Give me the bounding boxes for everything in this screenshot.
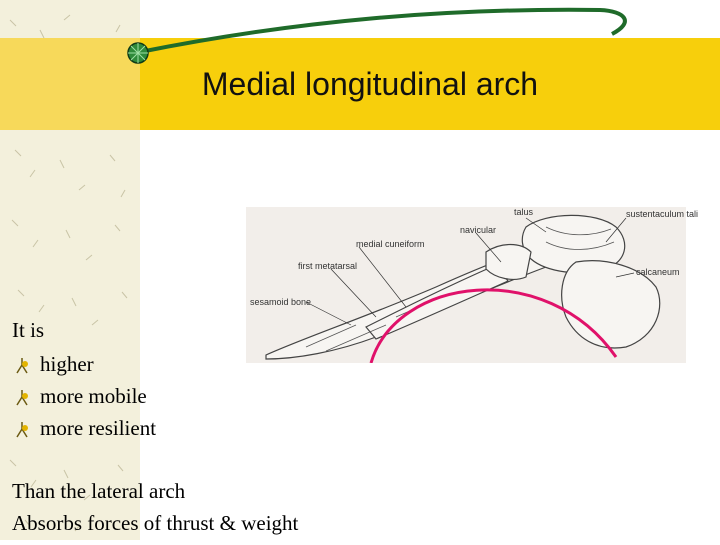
- green-orb-icon: [127, 42, 149, 64]
- label-navicular: navicular: [460, 225, 497, 235]
- flower-bullet-icon: [16, 389, 28, 405]
- bullet-item: higher: [14, 352, 94, 377]
- label-talus: talus: [514, 207, 534, 217]
- title-curve: [127, 7, 627, 64]
- bullet-text: more mobile: [40, 384, 147, 408]
- function-line: Absorbs forces of thrust & weight: [12, 511, 299, 535]
- title-band: [0, 38, 720, 130]
- foot-arch-figure: talus sustentaculum tali navicular media…: [246, 207, 698, 364]
- flower-bullet-icon: [16, 421, 28, 437]
- bullet-text: higher: [40, 352, 94, 376]
- flower-bullet-icon: [16, 357, 28, 373]
- label-sustentaculum: sustentaculum tali: [626, 209, 699, 219]
- label-medial-cuneiform: medial cuneiform: [356, 239, 425, 249]
- bullet-item: more mobile: [14, 384, 147, 409]
- label-calcaneum: calcaneum: [636, 267, 680, 277]
- bullet-item: more resilient: [14, 416, 156, 441]
- intro-text: It is: [12, 318, 45, 342]
- title-band-left: [0, 38, 140, 130]
- label-first-metatarsal: first metatarsal: [298, 261, 358, 271]
- label-sesamoid: sesamoid bone: [250, 297, 312, 307]
- bullet-text: more resilient: [40, 416, 157, 440]
- foot-skeleton-drawing: [246, 207, 686, 364]
- leaf-pattern: [9, 14, 128, 532]
- slide-title: Medial longitudinal arch: [201, 65, 539, 102]
- comparison-line: Than the lateral arch: [12, 479, 186, 503]
